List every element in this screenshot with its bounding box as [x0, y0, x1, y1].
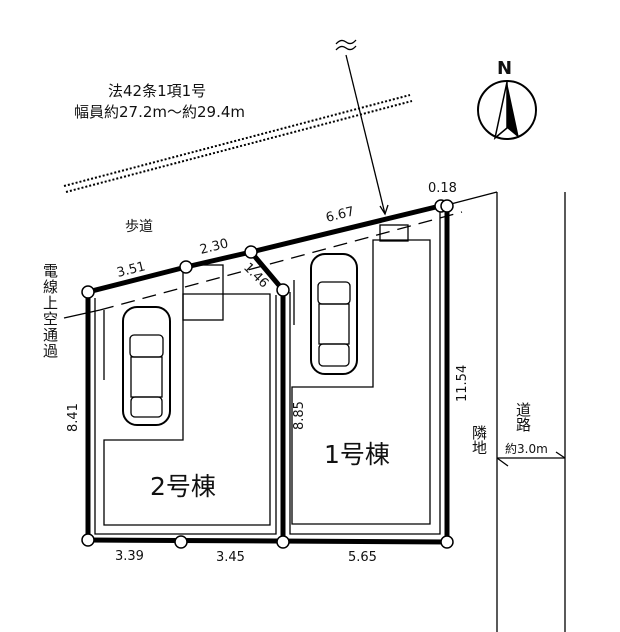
lot-inner-lines [94, 210, 441, 535]
side-road-width: 約3.0m [505, 441, 548, 456]
building-1-footprint [291, 239, 431, 525]
side-road [446, 191, 566, 632]
dim-left: 8.41 [66, 403, 81, 432]
neighbor-label: 隣地 [470, 425, 488, 455]
sidewalk-label: 歩道 [125, 219, 153, 235]
building-1-label: 1号棟 [324, 440, 390, 469]
dim-bottom-left-2: 3.45 [216, 550, 245, 565]
dim-divider: 8.85 [292, 401, 307, 430]
dim-right: 11.54 [455, 365, 470, 402]
dim-corner-cut: 1.46 [240, 260, 271, 291]
dim-top-corner: 0.18 [428, 181, 457, 196]
car-icon [310, 253, 358, 375]
north-arrow-icon [477, 80, 537, 140]
dim-bottom-left-1: 3.39 [115, 549, 144, 564]
boundary-markers [81, 199, 454, 549]
dim-top-left: 3.51 [115, 259, 147, 281]
front-road-type: 法42条1項1号 [108, 82, 206, 100]
north-label: N [497, 58, 512, 79]
dim-top-mid: 2.30 [198, 236, 230, 258]
building-2-footprint [103, 293, 271, 526]
side-road-label: 道路 [514, 402, 532, 432]
dim-top-right: 6.67 [324, 204, 356, 226]
dim-bottom-right: 5.65 [348, 550, 377, 565]
front-road-width: 幅員約27.2m～約29.4m [74, 103, 245, 121]
power-line-label: 電線上空通過 [41, 263, 59, 359]
car-icon [122, 306, 171, 426]
setback-line [99, 211, 463, 311]
power-line-arrow [335, 39, 389, 216]
building-2-label: 2号棟 [150, 472, 216, 501]
